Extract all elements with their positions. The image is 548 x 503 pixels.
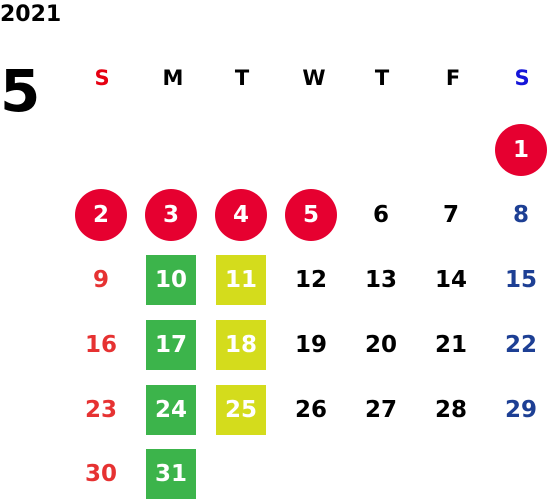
day-cell[interactable]: 27 <box>364 397 397 423</box>
day-cell[interactable]: 21 <box>434 332 467 358</box>
day-cell[interactable]: 2 <box>74 188 128 242</box>
day-cell[interactable]: 13 <box>364 267 397 293</box>
weekday-header-tue: T <box>234 66 250 90</box>
day-cell[interactable]: 28 <box>434 397 467 423</box>
weekday-header-sat: S <box>514 66 530 90</box>
day-cell[interactable]: 9 <box>92 267 109 293</box>
day-cell[interactable]: 12 <box>294 267 327 293</box>
year-label: 2021 <box>0 2 62 27</box>
day-cell[interactable]: 16 <box>84 332 117 358</box>
day-cell[interactable]: 19 <box>294 332 327 358</box>
day-cell[interactable]: 4 <box>214 188 268 242</box>
day-cell[interactable]: 15 <box>504 267 537 293</box>
weekday-header-mon: M <box>162 66 184 90</box>
day-cell[interactable]: 26 <box>294 397 327 423</box>
month-label: 5 <box>0 57 41 125</box>
day-cell[interactable]: 17 <box>144 318 198 372</box>
day-cell[interactable]: 18 <box>214 318 268 372</box>
day-cell[interactable]: 20 <box>364 332 397 358</box>
day-cell[interactable]: 11 <box>214 253 268 307</box>
day-cell[interactable]: 30 <box>84 461 117 487</box>
day-cell[interactable]: 7 <box>442 202 459 228</box>
day-cell[interactable]: 22 <box>504 332 537 358</box>
day-cell[interactable]: 6 <box>372 202 389 228</box>
weekday-header-sun: S <box>94 66 110 90</box>
day-cell[interactable]: 1 <box>494 123 548 177</box>
day-cell[interactable]: 31 <box>144 447 198 501</box>
weekday-header-fri: F <box>445 66 461 90</box>
day-cell[interactable]: 23 <box>84 397 117 423</box>
day-cell[interactable]: 24 <box>144 383 198 437</box>
day-cell[interactable]: 25 <box>214 383 268 437</box>
day-cell[interactable]: 8 <box>512 202 529 228</box>
day-cell[interactable]: 10 <box>144 253 198 307</box>
day-cell[interactable]: 29 <box>504 397 537 423</box>
day-cell[interactable]: 14 <box>434 267 467 293</box>
day-cell[interactable]: 5 <box>284 188 338 242</box>
day-cell[interactable]: 3 <box>144 188 198 242</box>
weekday-header-thu: T <box>374 66 390 90</box>
weekday-header-wed: W <box>302 66 326 90</box>
